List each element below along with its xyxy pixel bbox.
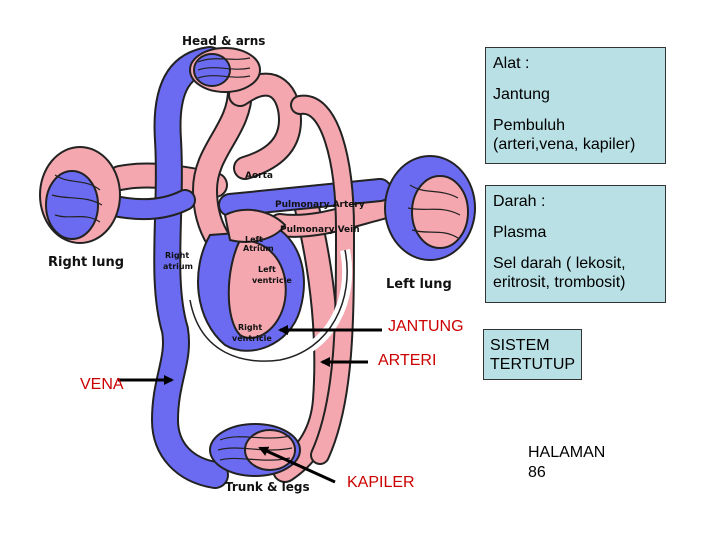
label-pulmonary-vein: Pulmonary Vein — [280, 225, 360, 235]
head-capillary-bed — [189, 47, 261, 93]
label-left-ventricle-2: ventricle — [252, 276, 292, 285]
alat-line-1: Jantung — [493, 86, 550, 103]
label-right-ventricle-2: ventricle — [232, 334, 272, 343]
sistem-info-box: SISTEM TERTUTUP — [483, 329, 582, 380]
label-right-ventricle-1: Right — [238, 323, 262, 332]
callout-jantung: JANTUNG — [388, 318, 464, 335]
diagram-labels: Head & arns Aorta Pulmonary Artery Pulmo… — [48, 34, 452, 494]
sistem-line-2: TERTUTUP — [490, 356, 576, 373]
callout-arteri: ARTERI — [378, 352, 437, 369]
halaman-line-1: HALAMAN — [528, 444, 606, 461]
callout-arrows — [118, 325, 382, 484]
darah-title: Darah : — [493, 193, 546, 210]
alat-title: Alat : — [493, 55, 530, 72]
label-head-arms: Head & arns — [182, 34, 265, 48]
label-right-atrium-2: atrium — [163, 262, 193, 271]
callout-kapiler: KAPILER — [347, 474, 415, 491]
label-aorta: Aorta — [245, 171, 273, 181]
darah-line-3: eritrosit, trombosit) — [493, 274, 626, 291]
arrow-kapiler — [258, 446, 336, 484]
halaman-line-2: 86 — [528, 464, 546, 481]
alat-info-box: Alat : Jantung Pembuluh (arteri,vena, ka… — [485, 47, 666, 164]
trunk-capillary-bed — [209, 423, 301, 477]
label-right-atrium-1: Right — [165, 251, 189, 260]
right-lung — [39, 146, 121, 244]
darah-line-1: Plasma — [493, 224, 547, 241]
left-lung — [384, 155, 476, 261]
alat-line-2: Pembuluh — [493, 117, 566, 134]
label-left-ventricle-1: Left — [258, 265, 276, 274]
heart — [185, 208, 353, 367]
darah-info-box: Darah : Plasma Sel darah ( lekosit, erit… — [485, 185, 666, 303]
label-pulmonary-artery: Pulmonary Artery — [275, 200, 365, 210]
label-trunk-legs: Trunk & legs — [225, 480, 310, 494]
venous-vessels — [99, 46, 392, 489]
label-left-atrium-1: Left — [245, 235, 263, 244]
alat-line-3: (arteri,vena, kapiler) — [493, 136, 636, 153]
callout-vena: VENA — [80, 376, 124, 393]
halaman-label: HALAMAN 86 — [528, 443, 605, 483]
sistem-line-1: SISTEM — [490, 337, 550, 354]
darah-line-2: Sel darah ( lekosit, — [493, 255, 626, 272]
label-right-lung: Right lung — [48, 255, 124, 270]
label-left-lung: Left lung — [386, 277, 452, 292]
label-left-atrium-2: Atrium — [243, 244, 274, 253]
